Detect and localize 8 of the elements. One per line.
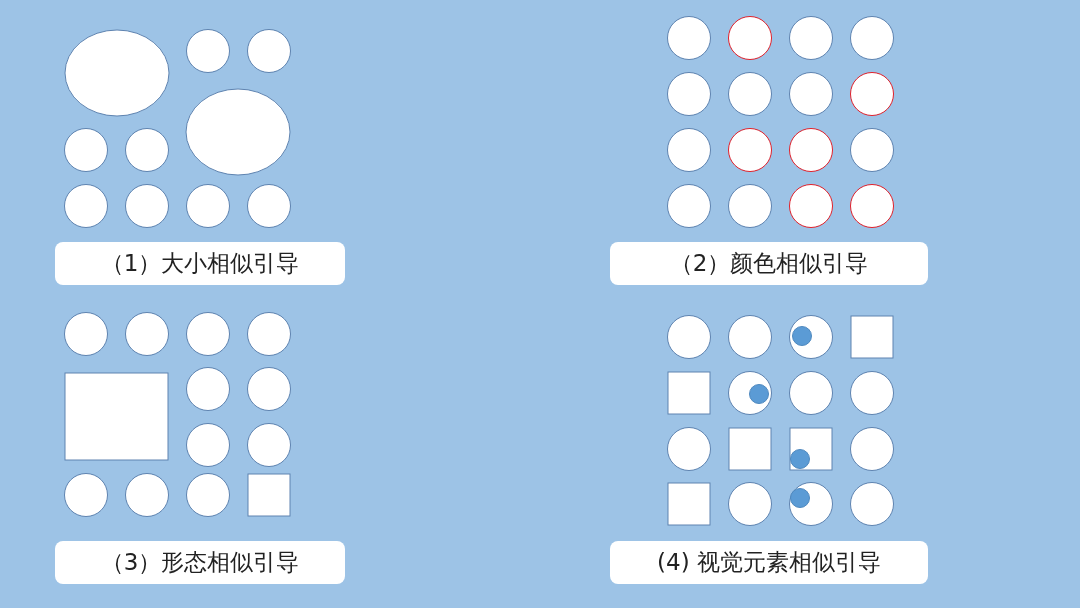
caption-box <box>55 242 345 285</box>
caption-text: （1）大小相似引导 <box>100 249 300 278</box>
caption-box <box>610 242 928 285</box>
caption-text: （2）颜色相似引导 <box>669 249 869 278</box>
caption-text: (4) 视觉元素相似引导 <box>657 548 881 577</box>
caption-box <box>55 541 345 584</box>
caption-box <box>610 541 928 584</box>
caption-text: （3）形态相似引导 <box>100 548 300 577</box>
